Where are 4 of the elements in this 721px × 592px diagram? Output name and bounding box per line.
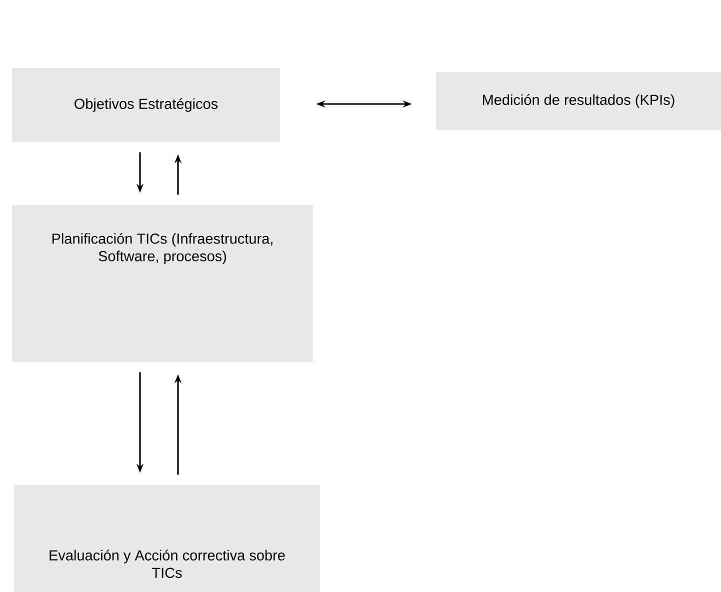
process-box: Medición de resultados (KPIs) bbox=[436, 72, 721, 130]
process-box: Planificación TICs (Infraestructura, Software, procesos) bbox=[12, 205, 313, 362]
process-box: Evaluación y Acción correctiva sobre TICs bbox=[14, 484, 320, 592]
process-box: Objetivos Estratégicos bbox=[12, 68, 280, 142]
